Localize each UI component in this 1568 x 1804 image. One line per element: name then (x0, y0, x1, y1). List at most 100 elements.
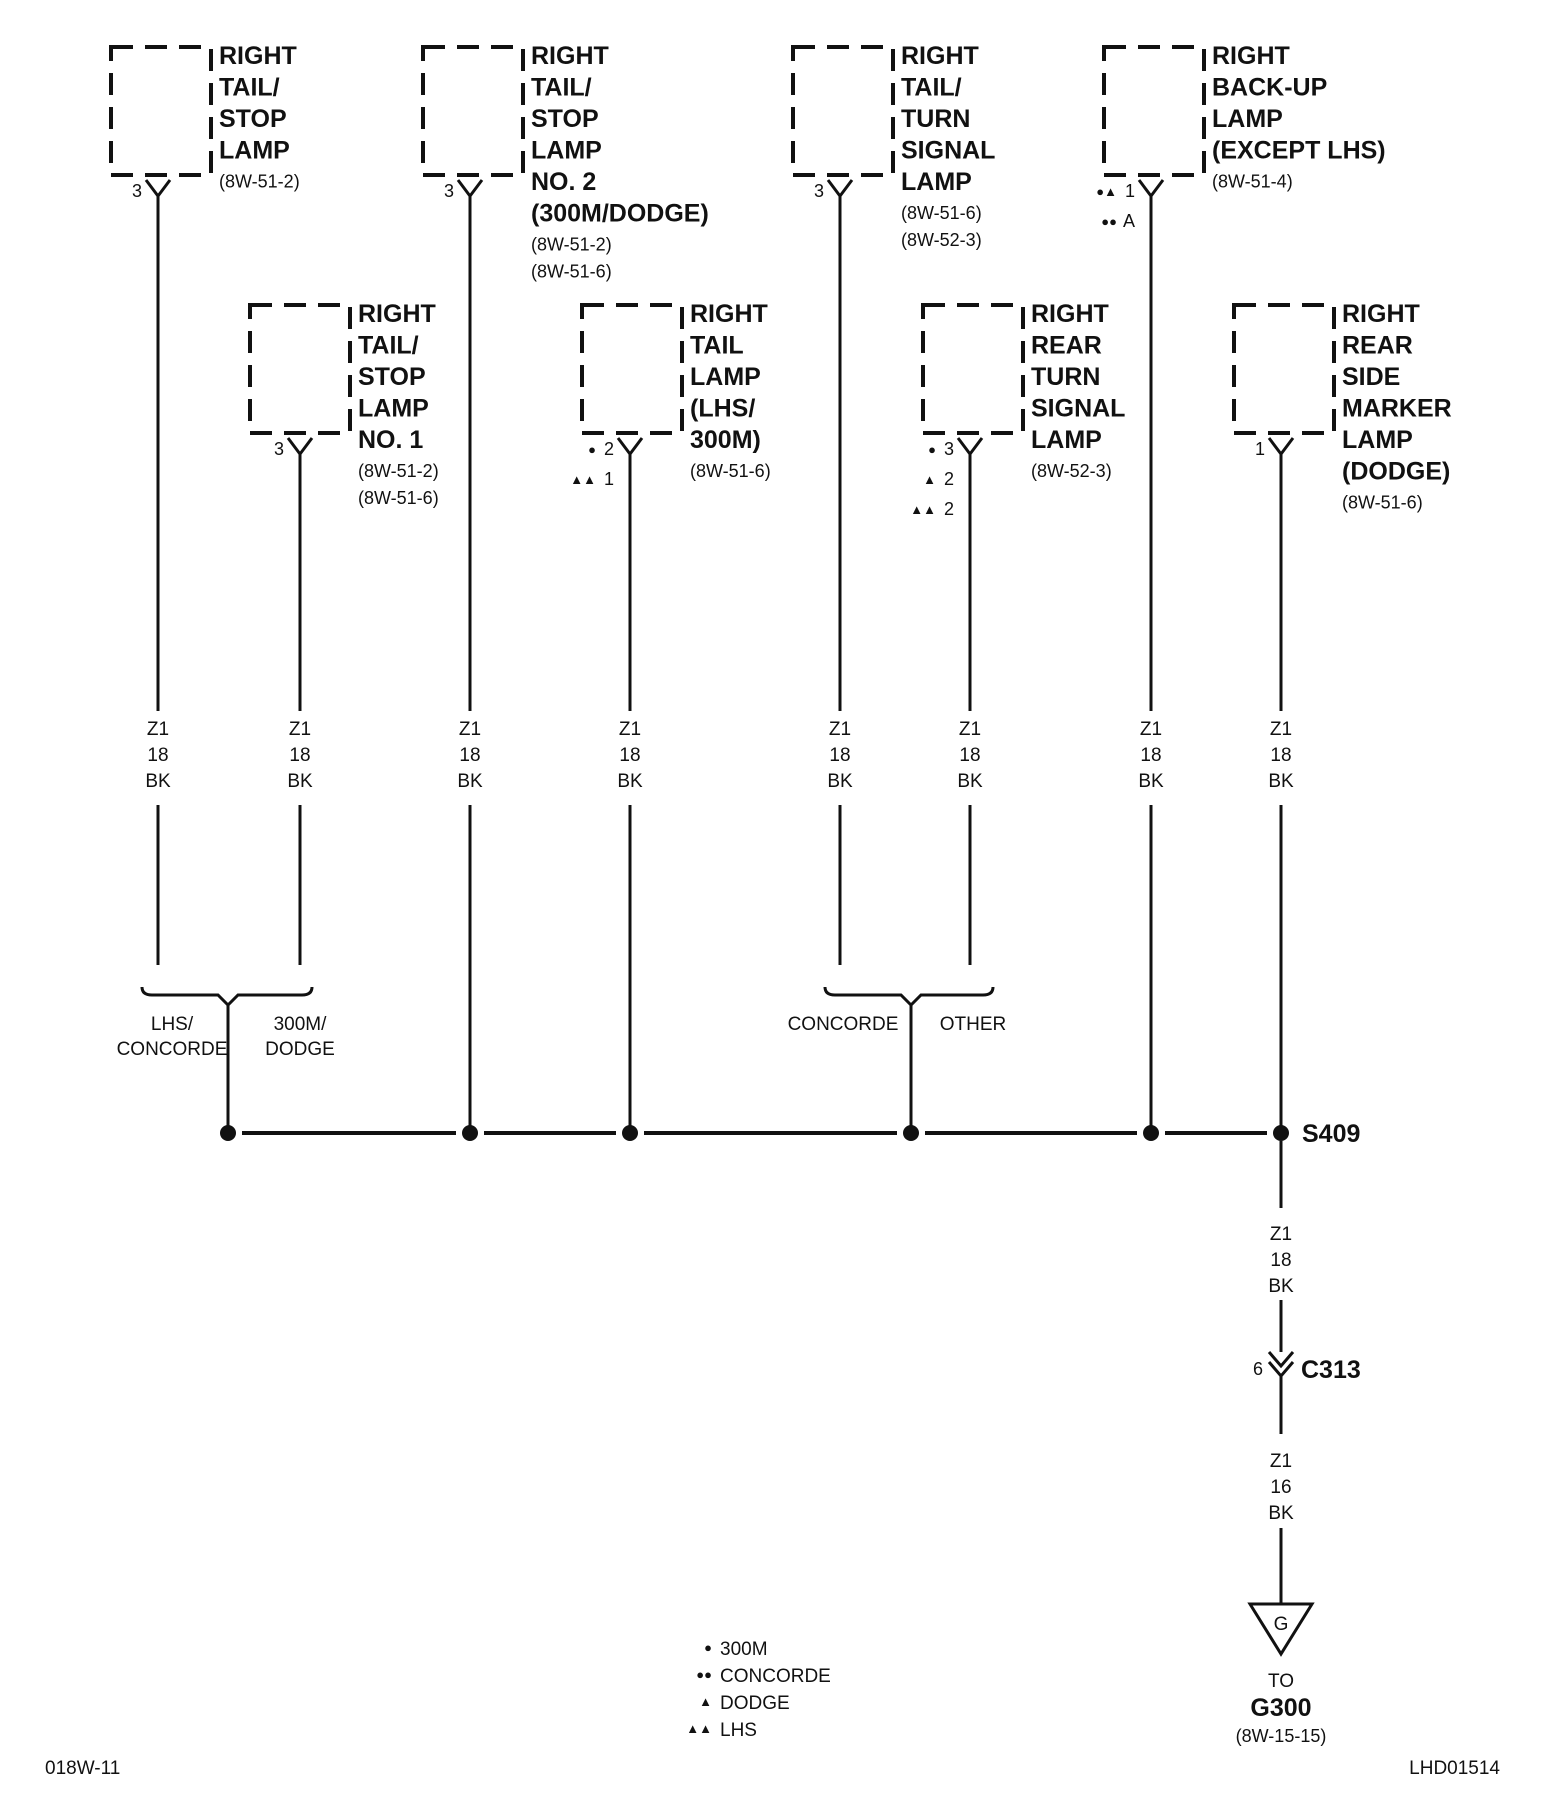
component-title-line: TAIL (690, 332, 744, 360)
ground-ref: (8W-15-15) (1236, 1726, 1327, 1746)
component-ref: (8W-51-2) (531, 235, 612, 255)
component-ref: (8W-52-3) (901, 230, 982, 250)
component-outline (248, 303, 352, 435)
wire-code: BK (287, 771, 313, 792)
branch-option-left: CONCORDE (788, 1014, 899, 1035)
legend-marker: ●● (696, 1667, 712, 1682)
splice-dot (622, 1125, 638, 1141)
splice-dot (462, 1125, 478, 1141)
component-title-line: TAIL/ (901, 74, 962, 102)
wire-code: BK (1268, 771, 1294, 792)
footer-right-code: LHD01514 (1409, 1758, 1500, 1779)
wire-code: BK (617, 771, 643, 792)
pin-label: 2 (604, 439, 614, 459)
ground-to: TO (1268, 1671, 1294, 1692)
footer-left-code: 018W-11 (45, 1758, 120, 1779)
pin-option-marker: ▲▲ (570, 472, 596, 487)
component-title-line: NO. 2 (531, 168, 596, 196)
connector-symbol (286, 437, 314, 457)
component-title-line: STOP (358, 363, 426, 391)
connector-symbol (456, 179, 484, 199)
wire-code: 16 (1270, 1477, 1291, 1498)
splice-label: S409 (1302, 1120, 1360, 1148)
wire-code: 18 (1270, 1250, 1291, 1271)
splice-dot (1143, 1125, 1159, 1141)
pin-option-marker: ● (588, 442, 596, 457)
wire-code: 18 (459, 745, 480, 766)
pin-label: 3 (132, 181, 142, 201)
component-ref: (8W-51-2) (358, 461, 439, 481)
component-title-line: (300M/DODGE) (531, 200, 709, 228)
wire-code: Z1 (829, 719, 851, 740)
component-title-line: SIDE (1342, 363, 1400, 391)
pin-option-marker: ●▲ (1096, 184, 1117, 199)
pin-label: 1 (1255, 439, 1265, 459)
component-title-line: TAIL/ (219, 74, 280, 102)
component-title-line: 300M) (690, 426, 761, 454)
component-title-line: RIGHT (690, 300, 768, 328)
ground-bus: S409 (220, 1120, 1360, 1148)
component-title-line: (DODGE) (1342, 458, 1450, 486)
pin-label: 1 (1125, 181, 1135, 201)
legend-marker: ● (704, 1640, 712, 1655)
wire-code: BK (457, 771, 483, 792)
wire-code: BK (1268, 1503, 1294, 1524)
component-title-line: RIGHT (1031, 300, 1109, 328)
component-title-line: TURN (901, 105, 970, 133)
pin-label: A (1123, 211, 1135, 231)
component-ref: (8W-51-6) (358, 488, 439, 508)
connector-symbol (616, 437, 644, 457)
pin-label: 3 (814, 181, 824, 201)
component-title-line: LAMP (1212, 105, 1283, 133)
component-title-line: RIGHT (219, 42, 297, 70)
component-outline (1232, 303, 1336, 435)
component-outline (109, 45, 213, 177)
component-title-line: STOP (219, 105, 287, 133)
component-outline (421, 45, 525, 177)
component-title-line: LAMP (1031, 426, 1102, 454)
pin-option-marker: ● (928, 442, 936, 457)
connector-symbol (956, 437, 984, 457)
branch-option-left: CONCORDE (117, 1039, 228, 1060)
connector-symbol (826, 179, 854, 199)
component-title-line: RIGHT (901, 42, 979, 70)
component-title-line: (LHS/ (690, 395, 755, 423)
pin-label: 3 (944, 439, 954, 459)
component-c3: RIGHTTAIL/TURNSIGNALLAMP(8W-51-6)(8W-52-… (791, 42, 995, 250)
component-ref: (8W-51-2) (219, 172, 300, 192)
splice-dot (903, 1125, 919, 1141)
wire-code: BK (1268, 1276, 1294, 1297)
component-title-line: RIGHT (1212, 42, 1290, 70)
wire-code: 18 (959, 745, 980, 766)
connector-pin: 6 (1253, 1359, 1263, 1379)
component-title-line: RIGHT (1342, 300, 1420, 328)
legend-label: 300M (720, 1639, 768, 1660)
branch-option-right: DODGE (265, 1039, 335, 1060)
component-title-line: LAMP (531, 137, 602, 165)
component-title-line: REAR (1031, 332, 1102, 360)
component-title-line: SIGNAL (901, 137, 995, 165)
pin-label: 1 (604, 469, 614, 489)
component-title-line: RIGHT (531, 42, 609, 70)
component-title-line: MARKER (1342, 395, 1452, 423)
wire-code: Z1 (147, 719, 169, 740)
component-title-line: TAIL/ (531, 74, 592, 102)
wire-code: Z1 (1140, 719, 1162, 740)
component-title-line: NO. 1 (358, 426, 423, 454)
splice-dot (1273, 1125, 1289, 1141)
component-title-line: BACK-UP (1212, 74, 1327, 102)
legend-label: CONCORDE (720, 1666, 831, 1687)
wire-code: Z1 (959, 719, 981, 740)
wire-code: 18 (1140, 745, 1161, 766)
component-ref: (8W-51-6) (690, 461, 771, 481)
